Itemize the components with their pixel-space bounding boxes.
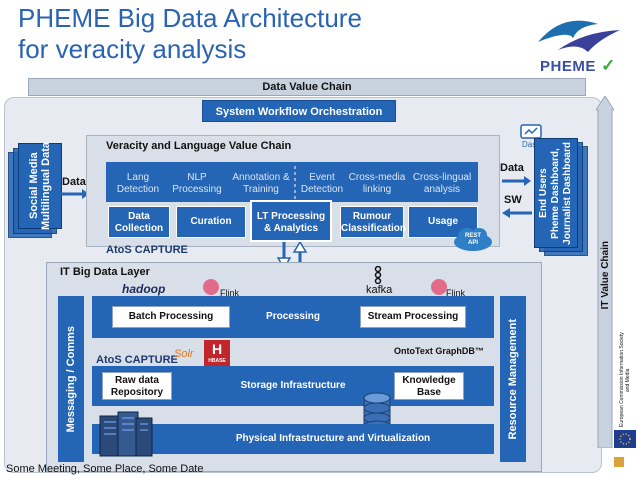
knowledge-base-box: Knowledge Base <box>394 372 464 400</box>
pheme-logo <box>528 12 628 72</box>
atos-capture-logo: AtoS CAPTURE <box>106 244 188 256</box>
resource-management-label: Resource Management <box>507 318 519 440</box>
sw-label: SW <box>504 194 522 206</box>
it-value-chain-arrow-icon <box>596 96 614 448</box>
rumour-classification-box: Rumour Classification <box>340 206 406 238</box>
stream-processing-box: Stream Processing <box>360 306 466 328</box>
veracity-title: Veracity and Language Value Chain <box>106 140 292 152</box>
solr-logo: Solr <box>174 348 194 360</box>
lt-item-nlp-processing: NLP Processing <box>172 172 222 195</box>
hadoop-logo: hadoop <box>122 282 166 296</box>
dashed-divider <box>294 166 296 200</box>
dashboard-icon <box>520 124 542 139</box>
flink-squirrel-icon-2 <box>431 279 447 295</box>
flink-squirrel-icon <box>203 279 219 295</box>
eu-flag-icon <box>614 430 636 448</box>
social-media-source: Social Media Multilingual Data <box>18 142 62 230</box>
it-value-chain-label: IT Value Chain <box>599 240 611 310</box>
atos-capture-logo-2: AtoS CAPTURE <box>96 354 178 366</box>
footer-text: Some Meeting, Some Place, Some Date <box>6 463 204 475</box>
ontotext-label: OntoText GraphDB™ <box>394 346 484 356</box>
lt-item-cross-media-linking: Cross-media linking <box>348 172 406 195</box>
bird-logo-icon <box>538 20 620 52</box>
logo-text: PHEME ✓ <box>540 56 616 75</box>
it-value-chain: IT Value Chain <box>594 230 616 320</box>
it-big-data-layer-title: IT Big Data Layer <box>60 266 150 278</box>
data-collection-box: Data Collection <box>108 206 170 238</box>
lt-item-cross-lingual-analysis: Cross-lingual analysis <box>412 172 472 195</box>
data-arrow-left-icon <box>60 189 89 199</box>
kafka-logo: kafka <box>366 284 393 296</box>
page-title: PHEME Big Data Architecture for veracity… <box>18 3 458 65</box>
title-line-2: for veracity analysis <box>18 34 247 64</box>
database-icon <box>363 392 391 432</box>
sw-arrow-icon <box>502 208 532 218</box>
messaging-comms-label: Messaging / Comms <box>65 325 77 433</box>
messaging-comms-bar: Messaging / Comms <box>58 296 84 462</box>
data-arrow-right-icon <box>502 176 531 186</box>
system-workflow-orchestration: System Workflow Orchestration <box>202 100 396 122</box>
data-label-left: Data <box>62 176 86 188</box>
social-media-label: Social Media Multilingual Data <box>28 142 52 230</box>
resource-management-bar: Resource Management <box>500 296 526 462</box>
lt-item-event-detection: Event Detection <box>300 172 344 195</box>
end-users-label: End Users Pheme Dashboard, Journalist Da… <box>538 141 573 245</box>
eu-commission-text: European Commission Information Society … <box>619 332 631 428</box>
title-line-1: PHEME Big Data Architecture <box>18 3 362 33</box>
lt-components-row <box>106 162 478 202</box>
server-rack-icon <box>99 411 153 457</box>
rest-api-cloud-icon <box>454 228 492 251</box>
batch-processing-box: Batch Processing <box>112 306 230 328</box>
lt-processing-box: LT Processing & Analytics <box>250 200 332 242</box>
puzzle-icon <box>614 457 624 467</box>
data-label-right: Data <box>500 162 524 174</box>
flink-logo-1: Flink <box>220 288 240 298</box>
lt-item-lang-detection: Lang Detection <box>116 172 160 195</box>
eu-commission-logo: European Commission Information Society … <box>614 330 636 430</box>
kafka-icon <box>374 266 382 284</box>
physical-infrastructure-layer: Physical Infrastructure and Virtualizati… <box>92 424 494 454</box>
raw-data-repository-box: Raw data Repository <box>102 372 172 400</box>
flink-logo-2: Flink <box>446 288 466 298</box>
rest-api-label: REST API <box>464 233 481 246</box>
curation-box: Curation <box>176 206 246 238</box>
end-users-target: End Users Pheme Dashboard, Journalist Da… <box>534 138 578 248</box>
lt-item-annotation-training: Annotation & Training <box>232 172 290 195</box>
data-value-chain-bar: Data Value Chain <box>28 78 586 96</box>
hbase-label: HBASE <box>208 358 226 364</box>
